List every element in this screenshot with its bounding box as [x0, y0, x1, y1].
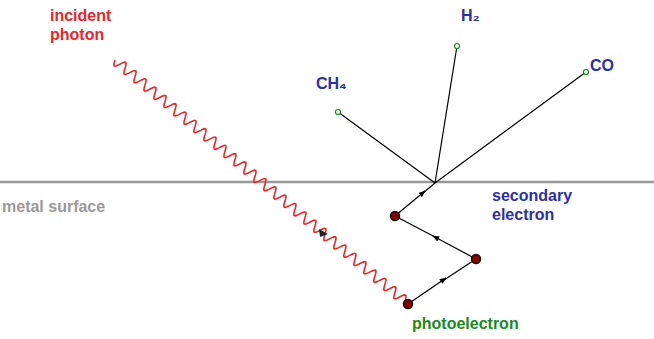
electron-path	[444, 259, 476, 280]
electron-label: photoelectron	[412, 314, 552, 333]
h2-molecule	[455, 44, 460, 49]
electron-path	[433, 236, 476, 259]
electron-label: secondary electron	[492, 186, 592, 224]
surface-label: metal surface	[2, 197, 162, 216]
photoelectron-dot	[404, 300, 413, 309]
ch4-trajectory	[338, 112, 435, 183]
h2-trajectory	[435, 46, 457, 183]
metal-surface-line	[0, 181, 654, 184]
electron-path	[395, 216, 435, 237]
ch4-molecule	[336, 110, 341, 115]
electron-dot	[391, 212, 400, 221]
molecule-label: CH₄	[316, 74, 376, 93]
photon-label: incident photon	[50, 6, 120, 44]
co-molecule	[584, 70, 589, 75]
electron-path	[408, 278, 446, 304]
electron-path	[395, 191, 425, 216]
photon-wave	[114, 60, 406, 304]
molecule-label: H₂	[461, 6, 521, 25]
electron-dot	[472, 255, 481, 264]
photon-arrowhead	[319, 229, 328, 237]
electron-path	[423, 183, 435, 193]
co-trajectory	[435, 72, 586, 183]
molecule-label: CO	[590, 56, 650, 75]
